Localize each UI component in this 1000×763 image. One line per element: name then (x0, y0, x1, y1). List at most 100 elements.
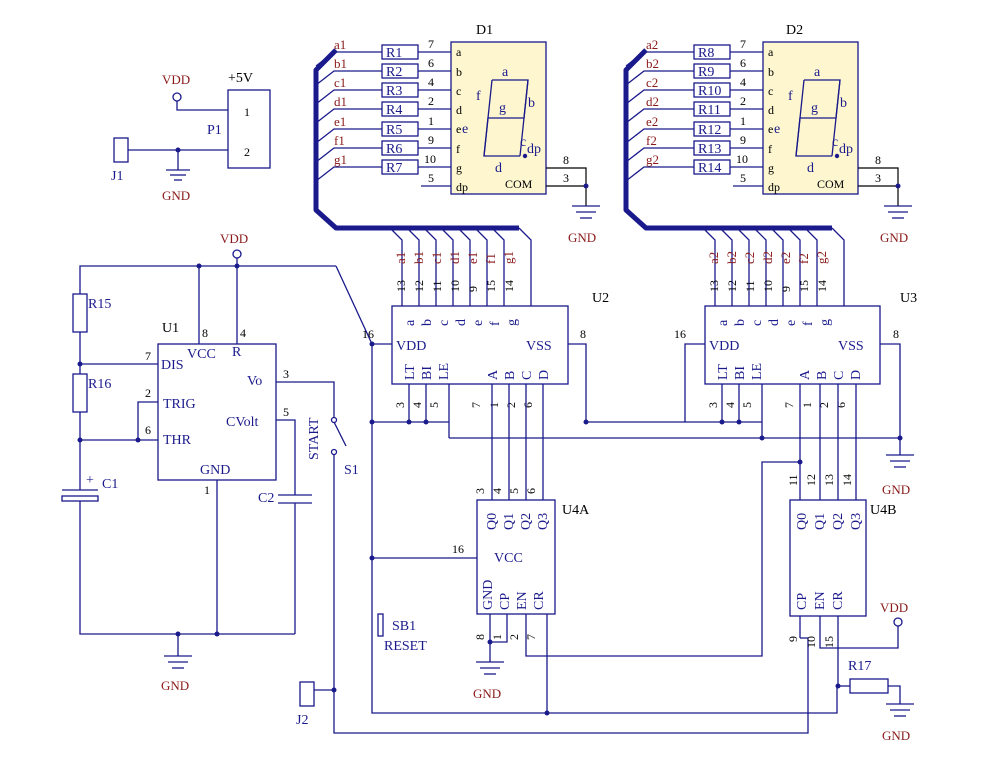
u3-pin-10: 10 (761, 280, 775, 292)
d1-net-label: b1 (334, 56, 347, 71)
u4a-cp: CP (498, 593, 513, 610)
d1-net-label: a1 (334, 37, 346, 52)
d1-num-7: 7 (428, 37, 434, 51)
u4a-cr: CR (532, 591, 547, 610)
d2-net-label: g2 (646, 152, 659, 167)
r17-ref: R17 (848, 659, 871, 674)
u4a-ref: U4A (562, 503, 590, 518)
u1-pin6: 6 (145, 423, 151, 437)
counter-u4a: U4A Q0 Q1 Q2 Q3 VCC GND CP EN CR 3 4 5 6… (473, 488, 590, 640)
u4a-pin1: 1 (490, 634, 504, 640)
d1-seg-d: d (495, 161, 502, 176)
u4b-cr: CR (831, 591, 846, 610)
gnd-symbol (886, 454, 914, 468)
u2-seg-b: b (420, 319, 435, 326)
p1-connector (227, 89, 271, 169)
d1-seg-f: f (476, 89, 481, 104)
d1-num-1: 1 (428, 114, 434, 128)
u2-bi: BI (420, 366, 435, 380)
d1-resistor-label: R5 (386, 123, 402, 138)
u2-bpin1: 1 (487, 402, 501, 408)
u2-vdd: VDD (396, 339, 426, 354)
d2-num-7: 7 (740, 37, 746, 51)
u1-dis: DIS (161, 358, 184, 373)
d1-net-label: e1 (334, 114, 346, 129)
u4a-pin6: 6 (524, 488, 538, 494)
u1-ref: U1 (162, 321, 179, 336)
u3-bpin1: 1 (800, 402, 814, 408)
u1-vcc: VCC (187, 347, 216, 362)
bus-entry (315, 147, 382, 163)
d1-resistor-label: R6 (386, 142, 402, 157)
d2-com-pin3: 3 (875, 171, 881, 185)
u4a-gnd: GND (481, 580, 496, 610)
d1-com-pin8: 8 (563, 153, 569, 167)
d2-pin-dp: dp (768, 180, 780, 194)
vdd-label: VDD (220, 231, 248, 246)
u2-le: LE (437, 363, 452, 380)
d1-seg-dp: dp (527, 142, 541, 157)
u3-body (704, 305, 881, 385)
c2-ref: C2 (258, 491, 274, 506)
u3-ref: U3 (900, 291, 917, 306)
u3-pin-15: 15 (797, 280, 811, 292)
d2-num-5: 5 (740, 171, 746, 185)
d2-resistor-label: R8 (698, 46, 714, 61)
d1-num-6: 6 (428, 56, 434, 70)
u2-bus-drops (389, 227, 532, 306)
u3-bus-drops (702, 227, 845, 306)
u2-in-a: A (486, 369, 501, 380)
d1-pin-dp: dp (456, 180, 468, 194)
power-input: VDD +5V 1 2 P1 J1 GND (111, 71, 271, 203)
d2-resistor-label: R13 (698, 142, 721, 157)
u2-bpin4: 4 (410, 402, 424, 408)
u4a-q0: Q0 (485, 513, 500, 530)
bus-d2 (623, 48, 832, 231)
start-label: START (307, 417, 322, 460)
gnd-label: GND (568, 230, 596, 245)
u3-seg-e: e (784, 320, 799, 326)
d2-com-label: COM (817, 177, 845, 191)
s1-ref: S1 (344, 463, 359, 478)
c1-plate-neg (61, 495, 99, 502)
d2-net-label: b2 (646, 56, 659, 71)
u4b-pin15: 15 (822, 636, 836, 648)
vdd-terminal (172, 92, 182, 102)
j2-connector (299, 681, 315, 707)
bus-entry (625, 89, 694, 105)
decoder-u3: U3 a b c d e f g VDD VSS LT BI LE A B C … (674, 291, 917, 408)
u2-net-f1: f1 (483, 253, 498, 264)
u2-seg-a: a (403, 319, 418, 326)
gnd-symbol (164, 655, 192, 669)
d2-pin-f: f (768, 142, 772, 156)
sb1-reset-button[interactable] (371, 612, 384, 637)
d2-num-10: 10 (736, 152, 748, 166)
bus-entry (625, 147, 694, 163)
j1-ref: J1 (111, 169, 123, 184)
u2-body (391, 305, 569, 385)
d1-net-label: f1 (334, 133, 345, 148)
u1-pin4: 4 (240, 326, 246, 340)
u4a-pin16: 16 (452, 542, 464, 556)
d2-num-1: 1 (740, 114, 746, 128)
d2-num-9: 9 (740, 133, 746, 147)
u3-net-e2: e2 (778, 252, 793, 264)
reset-label: RESET (384, 639, 427, 654)
u2-vss: VSS (526, 339, 552, 354)
bus-entry (315, 89, 382, 105)
gnd-label: GND (880, 230, 908, 245)
s1-switch[interactable] (330, 416, 347, 456)
d1-pin-b: b (456, 65, 462, 79)
u3-seg-d: d (767, 319, 782, 326)
p1-pin1: 1 (244, 105, 250, 119)
bus-entry (315, 166, 382, 182)
d1-pin-d: d (456, 103, 462, 117)
u4b-cp: CP (795, 593, 810, 610)
p1-voltage: +5V (228, 71, 253, 86)
d2-seg-e: e (774, 122, 780, 137)
vdd-label: VDD (162, 72, 190, 87)
u2-pin8: 8 (580, 327, 586, 341)
d1-net-label: d1 (334, 94, 347, 109)
u1-cvolt: CVolt (226, 415, 259, 430)
